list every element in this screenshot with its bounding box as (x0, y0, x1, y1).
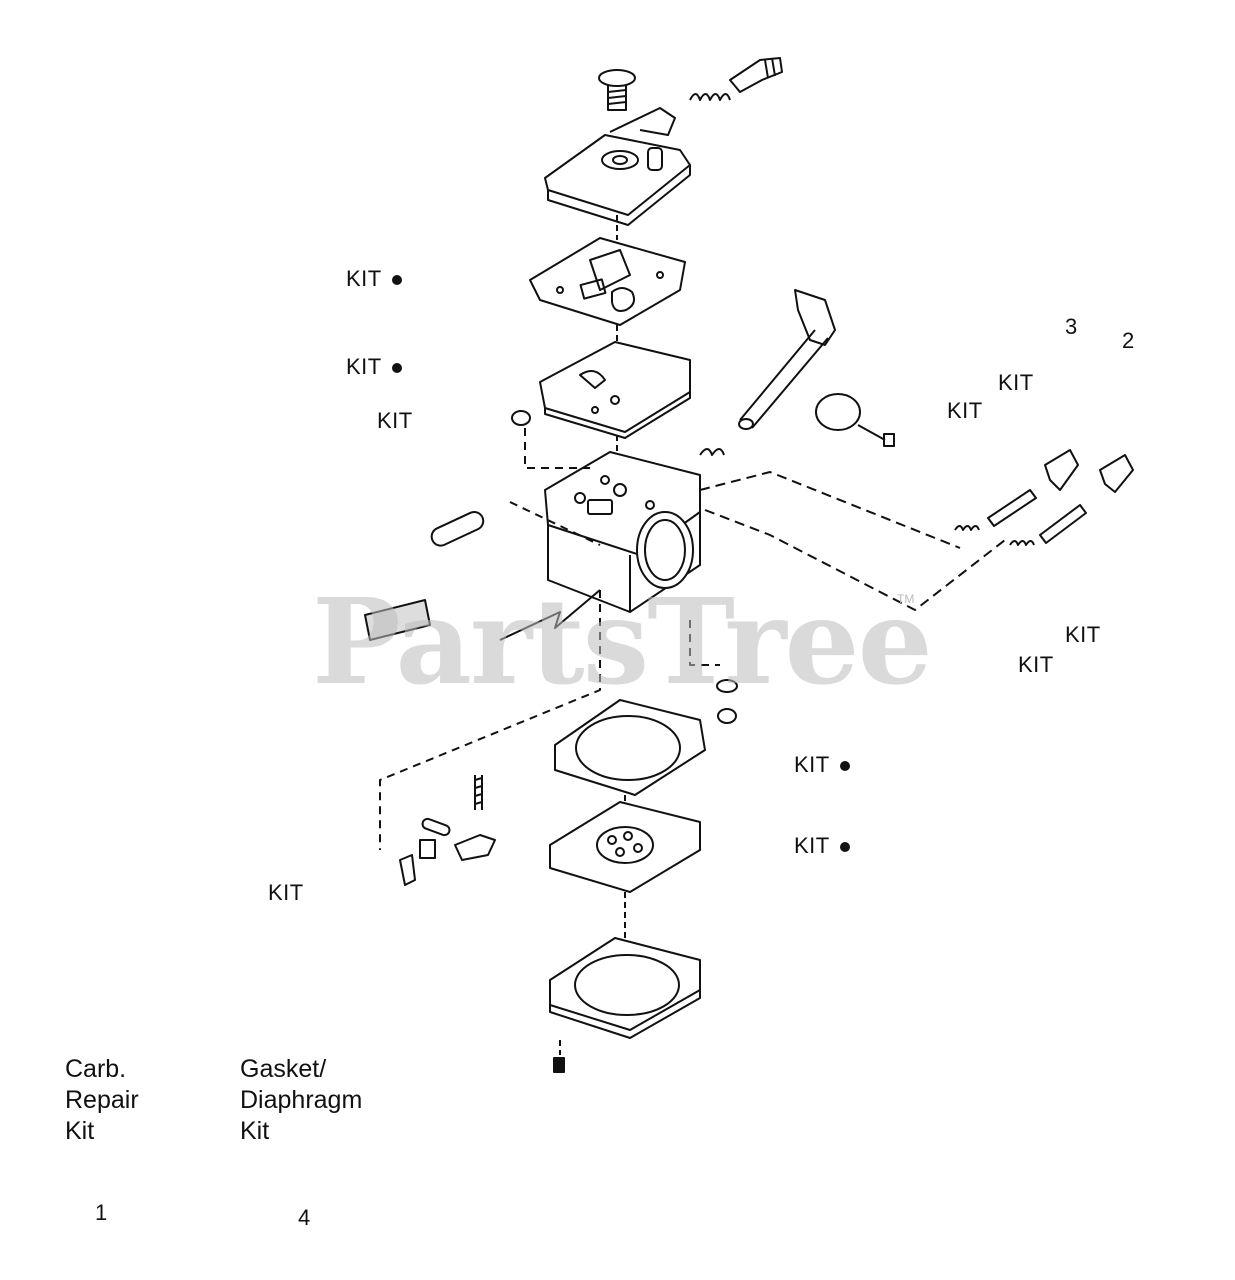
watermark: PartsTree (312, 572, 933, 711)
legend-carb-repair-kit: Carb. Repair Kit (65, 1054, 139, 1147)
kit-label-inlet: KIT (268, 880, 304, 905)
kit-text: KIT (794, 833, 830, 858)
kit-text: KIT (794, 752, 830, 777)
left-side-parts (364, 410, 720, 850)
bottom-cover (549, 937, 701, 1039)
top-cover (544, 107, 691, 226)
kit-label-metering-plate: KIT (346, 354, 402, 380)
kit-label-needle-1: KIT (998, 370, 1034, 395)
inlet-parts (399, 775, 496, 886)
gasket-upper (529, 237, 686, 326)
legend-line: Kit (240, 1117, 270, 1145)
needle-spring (689, 57, 783, 101)
throttle-shaft (699, 289, 895, 456)
bullet-icon (839, 842, 850, 853)
legend-line: Kit (65, 1117, 95, 1145)
kit-text: KIT (346, 354, 382, 379)
legend-line: Repair (65, 1086, 139, 1114)
top-screw (598, 69, 636, 111)
metering-plate (539, 341, 691, 439)
bullet-icon (391, 363, 402, 374)
kit-label-spring-2: KIT (1018, 652, 1054, 677)
kit-label-diaphragm: KIT (794, 833, 850, 859)
ref-number-2: 2 (1122, 328, 1135, 353)
kit-label-upper-gasket: KIT (346, 266, 402, 292)
carburetor-body (544, 451, 701, 613)
legend-line: Diaphragm (240, 1086, 363, 1114)
kit-label-lower-gasket: KIT (794, 752, 850, 778)
legend-line: Carb. (65, 1055, 127, 1083)
kit-label-spring-1: KIT (1065, 622, 1101, 647)
diaphragm (549, 801, 701, 893)
ref-number-3: 3 (1065, 314, 1078, 339)
legend-gasket-diaphragm-kit: Gasket/ Diaphragm Kit (240, 1054, 362, 1147)
bullet-icon (839, 761, 850, 772)
needle-valves (954, 449, 1134, 546)
kit-label-needle-2: KIT (947, 398, 983, 423)
watermark-trademark: TM (897, 592, 915, 606)
kit-text: KIT (346, 266, 382, 291)
kit-label-pin: KIT (377, 408, 413, 433)
ref-number-4: 4 (298, 1205, 311, 1230)
bullet-icon (391, 275, 402, 286)
legend-line: Gasket/ (240, 1055, 327, 1083)
ref-number-1: 1 (95, 1200, 108, 1225)
gasket-lower-1 (554, 699, 706, 796)
